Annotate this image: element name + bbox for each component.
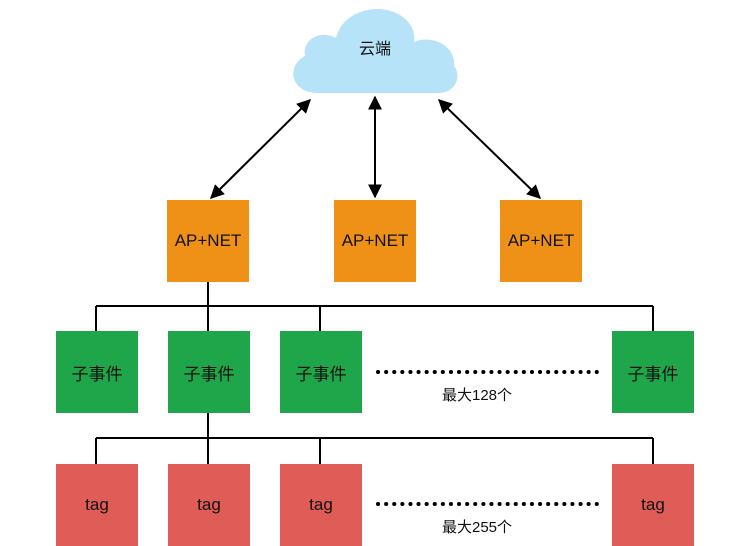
tag-limit-label: 最大255个 xyxy=(442,519,513,536)
cloud-icon xyxy=(293,8,458,93)
sub-event-box-2: 子事件 xyxy=(168,331,250,413)
arrow-cloud-ap-right xyxy=(437,99,542,199)
sub-event-box-4: 子事件 xyxy=(612,331,694,413)
tag-box-1: tag xyxy=(56,464,138,546)
sub-event-box-1: 子事件 xyxy=(56,331,138,413)
sub-event-box-3: 子事件 xyxy=(280,331,362,413)
ap-net-box-1: AP+NET xyxy=(167,200,249,282)
arrow-cloud-ap-left xyxy=(210,99,311,199)
sub-event-limit-label: 最大128个 xyxy=(442,387,513,404)
tag-box-4: tag xyxy=(612,464,694,546)
tree-subevent-to-tags xyxy=(95,413,654,464)
tag-box-3: tag xyxy=(280,464,362,546)
ap-net-box-3: AP+NET xyxy=(500,200,582,282)
cloud-label: 云端 xyxy=(358,41,391,58)
tag-box-2: tag xyxy=(168,464,250,546)
ap-net-box-2: AP+NET xyxy=(334,200,416,282)
tree-ap-to-subevents xyxy=(95,282,654,331)
